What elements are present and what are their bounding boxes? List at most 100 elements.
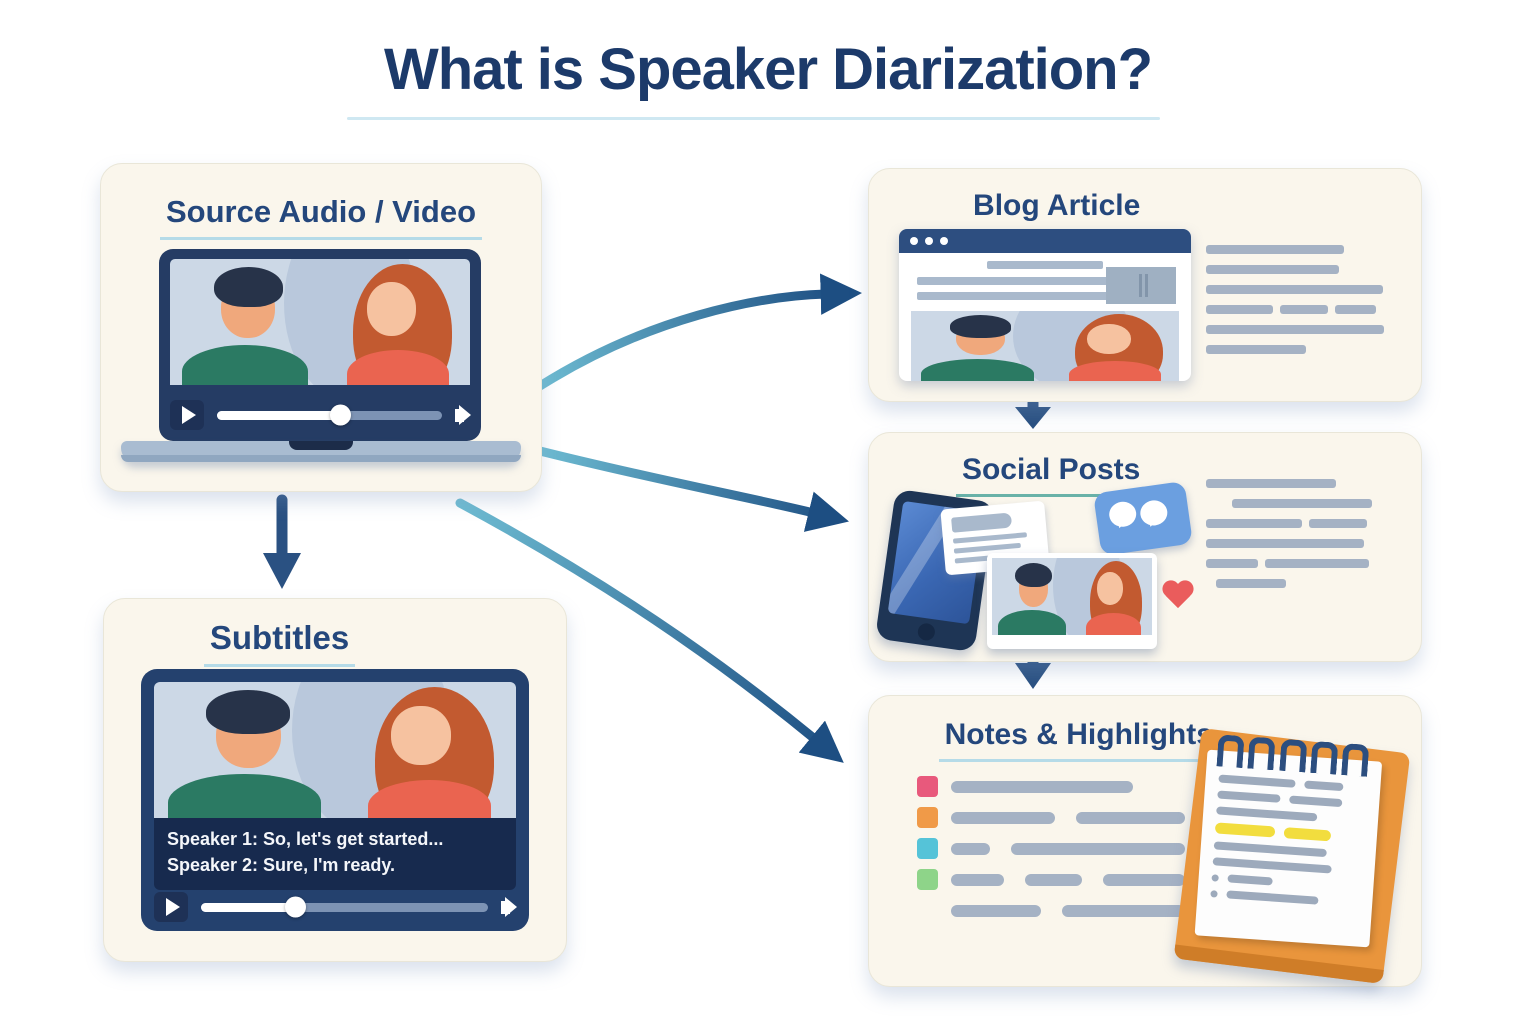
- progress-fill: [217, 404, 351, 426]
- speaker2-face: [366, 281, 416, 336]
- text-placeholder: [1288, 795, 1343, 808]
- text-placeholder: [1280, 305, 1328, 314]
- speaker1-hair: [206, 690, 290, 734]
- text-placeholder: [1206, 265, 1339, 274]
- note-item: [917, 776, 1185, 797]
- text-placeholder: [952, 532, 1027, 544]
- browser-dots-icon: [940, 237, 948, 245]
- note-item: [917, 807, 1185, 828]
- speaker1-body: [168, 774, 321, 818]
- progress-knob: [329, 404, 351, 426]
- text-placeholder: [1217, 790, 1281, 803]
- text-placeholder: [1206, 305, 1273, 314]
- arrow-source-to-subtitles: [263, 494, 301, 589]
- text-placeholder: [1309, 519, 1367, 528]
- blog-text-lines: [1206, 245, 1388, 365]
- caption-line-speaker2: Speaker 2: Sure, I'm ready.: [167, 855, 396, 875]
- arrow-blog-to-social: [1015, 397, 1051, 429]
- highlight-placeholder: [1283, 827, 1332, 842]
- play-icon: [170, 400, 204, 430]
- volume-icon: [455, 404, 471, 425]
- cyan-bullet: [917, 838, 938, 859]
- speaker1-body: [998, 610, 1066, 635]
- bullet-dot: [1210, 889, 1218, 898]
- two-speakers-photo: [910, 311, 1180, 381]
- text-placeholder: [1206, 345, 1306, 354]
- ring-icon: [1309, 740, 1339, 775]
- text-placeholder: [1206, 539, 1364, 548]
- laptop-base: [121, 441, 521, 462]
- bullet-spacer: [917, 900, 938, 921]
- text-placeholder: [1075, 811, 1185, 824]
- text-placeholder: [953, 542, 1022, 554]
- text-placeholder: [1062, 904, 1185, 917]
- text-placeholder: [1206, 559, 1258, 568]
- shared-photo-card: [987, 553, 1157, 649]
- text-placeholder: [1206, 519, 1302, 528]
- speaker2-body: [1086, 613, 1141, 635]
- spiral-binding-icon: [1216, 734, 1370, 777]
- text-placeholder: [916, 292, 1133, 300]
- two-speakers-photo: [992, 558, 1152, 635]
- notepad-paper: [1194, 734, 1383, 948]
- notepad-icon: [1173, 728, 1411, 984]
- notes-heading: Notes & Highlights: [897, 718, 1261, 762]
- browser-dots-icon: [910, 237, 918, 245]
- text-placeholder: [1232, 499, 1372, 508]
- text-placeholder: [1265, 559, 1369, 568]
- text-placeholder: [951, 842, 991, 855]
- laptop-screen: [159, 249, 481, 441]
- arrow-source-to-blog: [535, 273, 862, 391]
- text-placeholder: [1335, 305, 1376, 314]
- speaker1-hair: [213, 266, 283, 307]
- speaker1-body: [921, 358, 1035, 381]
- two-speakers-video: [170, 259, 470, 385]
- play-icon: [154, 892, 188, 922]
- source-heading: Source Audio / Video: [101, 194, 541, 240]
- two-speakers-video: [154, 682, 516, 818]
- speaker2-face: [391, 706, 451, 765]
- bullet-dot: [1211, 873, 1219, 882]
- highlight-placeholder: [1214, 822, 1275, 838]
- text-placeholder: [986, 261, 1104, 269]
- ring-icon: [1216, 734, 1245, 769]
- text-placeholder: [1206, 285, 1383, 294]
- caption-line-speaker1: Speaker 1: So, let's get started...: [167, 829, 444, 849]
- ring-icon: [1341, 743, 1370, 777]
- chat-bubble-icon: [1138, 498, 1169, 528]
- ring-icon: [1247, 736, 1276, 771]
- text-placeholder: [951, 780, 1133, 793]
- title-underline: [347, 117, 1160, 120]
- volume-icon: [501, 896, 517, 917]
- subtitles-heading: Subtitles: [104, 619, 455, 667]
- player-controls: [154, 890, 517, 924]
- article-body: [899, 253, 1191, 381]
- speech-bubbles-icon: [1093, 480, 1193, 557]
- green-bullet: [917, 869, 938, 890]
- text-placeholder: [1216, 806, 1318, 822]
- note-item: [917, 838, 1185, 859]
- orange-bullet: [917, 807, 938, 828]
- image-placeholder: [1106, 267, 1177, 304]
- subtitled-video-player: Speaker 1: So, let's get started... Spea…: [141, 669, 529, 931]
- browser-title-bar: [899, 229, 1191, 253]
- text-placeholder: [1206, 245, 1344, 254]
- speaker2-face: [1096, 571, 1124, 605]
- browser-dots-icon: [925, 237, 933, 245]
- laptop-illustration: [121, 249, 521, 462]
- play-triangle: [165, 898, 180, 916]
- player-controls: [170, 397, 471, 433]
- progress-bar: [217, 404, 442, 426]
- speaker2-body: [367, 779, 491, 818]
- progress-knob: [284, 896, 306, 918]
- text-placeholder: [916, 277, 1110, 285]
- arrow-source-to-social: [535, 446, 849, 532]
- text-placeholder: [951, 873, 1005, 886]
- speaker2-body: [347, 349, 449, 385]
- text-placeholder: [1226, 890, 1319, 905]
- progress-bar: [201, 896, 488, 918]
- note-item: [917, 900, 1185, 921]
- phone-home-button: [916, 622, 936, 642]
- note-item: [917, 869, 1185, 890]
- speaker1-hair: [949, 315, 1012, 338]
